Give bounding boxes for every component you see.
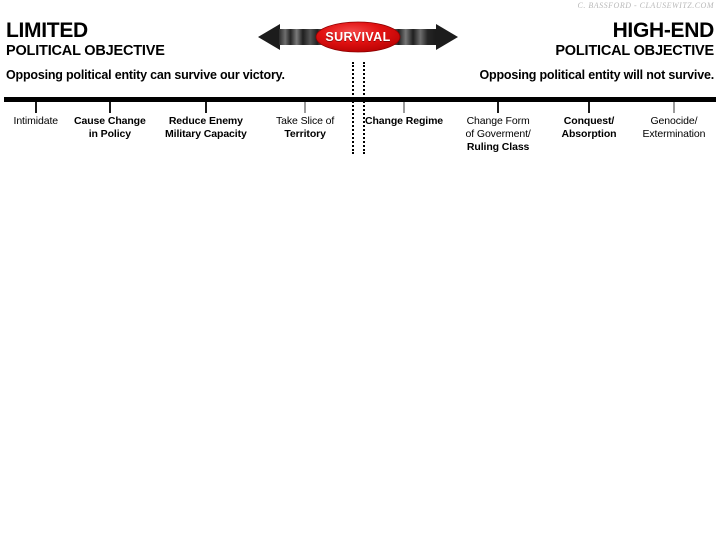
pole-high-end-subtitle: POLITICAL OBJECTIVE: [555, 43, 714, 59]
axis-tick: [588, 102, 590, 113]
stage-label-line: Absorption: [561, 128, 617, 140]
stage-label-4: Change Regime: [365, 115, 443, 128]
stage-label-line: Conquest/: [563, 115, 615, 127]
stage-label-line: Change Regime: [365, 115, 444, 127]
stage-label-line: Cause Change: [74, 115, 146, 127]
axis-tick: [497, 102, 499, 113]
survival-threshold-marker: SURVIVAL: [258, 20, 458, 54]
pole-high-end-title: HIGH-END: [612, 19, 715, 42]
survival-divider-line: [352, 62, 354, 154]
stage-label-line: in Policy: [88, 128, 132, 140]
axis-tick: [205, 102, 207, 113]
survival-divider-line: [363, 62, 365, 154]
caption-will-not-survive: Opposing political entity will not survi…: [479, 68, 715, 82]
axis-tick: [403, 102, 405, 113]
caption-can-survive: Opposing political entity can survive ou…: [6, 68, 285, 82]
stage-label-line: Genocide/: [650, 115, 698, 127]
stage-label-line: Territory: [284, 128, 326, 140]
stage-label-7: Genocide/Extermination: [643, 115, 706, 141]
stage-label-line: Change Form: [466, 115, 530, 127]
spectrum-axis-line: [4, 97, 716, 102]
stage-label-6: Conquest/Absorption: [562, 115, 617, 141]
stage-label-line: Extermination: [642, 128, 706, 140]
stage-label-0: Intimidate: [14, 115, 59, 128]
axis-tick: [35, 102, 37, 113]
pole-limited-subtitle: POLITICAL OBJECTIVE: [6, 43, 165, 59]
pole-limited-title: LIMITED: [6, 19, 88, 42]
watermark-credit: C. BASSFORD - CLAUSEWITZ.COM: [577, 1, 714, 10]
stage-label-line: Intimidate: [13, 115, 59, 127]
stage-label-line: Reduce Enemy: [168, 115, 243, 127]
double-headed-arrow-icon: [258, 21, 458, 53]
axis-tick: [109, 102, 111, 113]
stage-label-line: Take Slice of: [276, 115, 335, 127]
stage-label-line: of Goverment/: [465, 128, 531, 140]
pole-high-end: HIGH-END POLITICAL OBJECTIVE: [555, 20, 714, 60]
axis-tick: [304, 102, 306, 113]
axis-tick: [673, 102, 675, 113]
stage-label-line: Military Capacity: [165, 128, 247, 140]
pole-limited: LIMITED POLITICAL OBJECTIVE: [6, 20, 165, 60]
stage-label-line: Ruling Class: [466, 141, 530, 153]
